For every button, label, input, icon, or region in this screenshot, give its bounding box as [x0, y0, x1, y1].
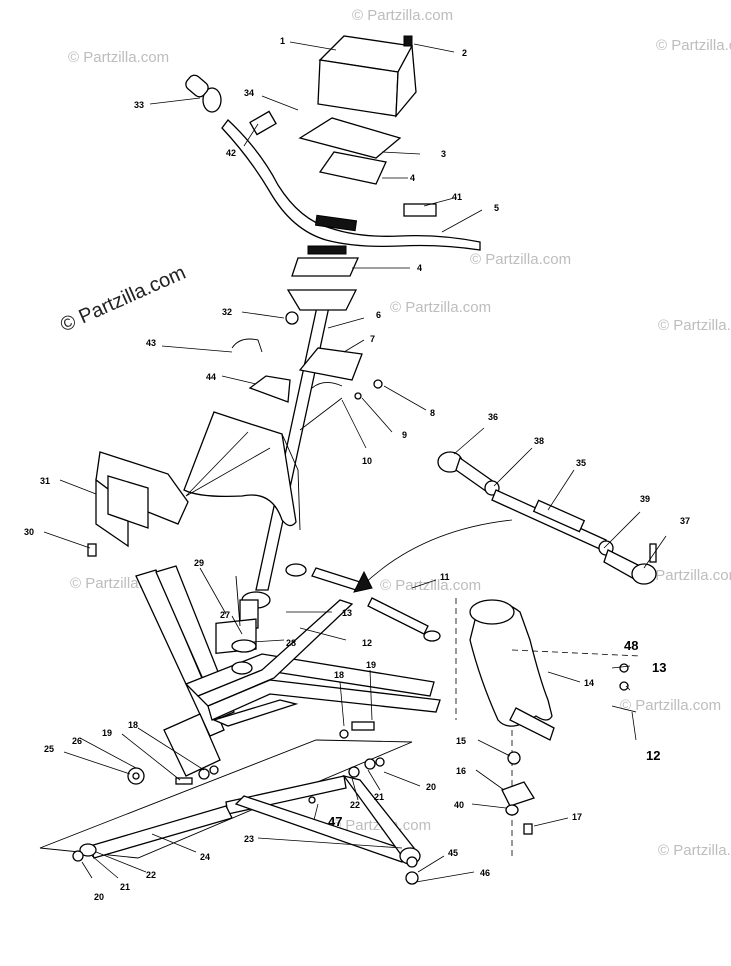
- watermark-main: © Partzilla.com: [57, 262, 189, 337]
- callout-26: 26: [72, 736, 82, 746]
- mount-bracket: [87, 451, 189, 557]
- drag-link: [285, 519, 513, 642]
- callout-16: 16: [456, 766, 466, 776]
- callout-36: 36: [488, 412, 498, 422]
- callouts: 1 2 3 4 4 5 6 7 8 9 10 11 12 12 13 13 14…: [24, 36, 690, 902]
- callout-17: 17: [572, 812, 582, 822]
- dash-panel: [183, 411, 301, 531]
- a-arm: [39, 721, 421, 885]
- leader-lines: [43, 41, 667, 883]
- callout-13: 13: [342, 608, 352, 618]
- callout-7: 7: [370, 334, 375, 344]
- callout-22: 22: [350, 800, 360, 810]
- callout-48: 48: [624, 638, 638, 653]
- tie-rod: [437, 451, 657, 585]
- watermark: © Partzilla.com: [68, 49, 169, 66]
- callout-34: 34: [244, 88, 254, 98]
- watermark: © Partzilla.com: [658, 842, 731, 859]
- callout-35: 35: [576, 458, 586, 468]
- callout-47: 47: [328, 814, 342, 829]
- callout-32: 32: [222, 307, 232, 317]
- callout-20: 20: [94, 892, 104, 902]
- watermark: © Partzilla.com: [390, 299, 491, 316]
- watermark: © Partzilla.com: [470, 251, 571, 268]
- callout-37: 37: [680, 516, 690, 526]
- callout-44: 44: [206, 372, 216, 382]
- callout-8: 8: [430, 408, 435, 418]
- callout-6: 6: [376, 310, 381, 320]
- callout-29: 29: [194, 558, 204, 568]
- callout-31: 31: [40, 476, 50, 486]
- watermark: © Partzilla.com: [640, 567, 731, 584]
- callout-4: 4: [410, 173, 415, 183]
- frame: [135, 565, 441, 777]
- callout-23: 23: [244, 834, 254, 844]
- callout-18: 18: [334, 670, 344, 680]
- callout-19: 19: [102, 728, 112, 738]
- steering-post: [239, 245, 360, 629]
- callout-14: 14: [584, 678, 594, 688]
- callout-38: 38: [534, 436, 544, 446]
- callout-21: 21: [374, 792, 384, 802]
- callout-9: 9: [402, 430, 407, 440]
- watermark-layer: © Partzilla.com © Partzilla.com © Partzi…: [57, 7, 731, 859]
- callout-12: 12: [362, 638, 372, 648]
- watermark: © Partzilla.com: [656, 37, 731, 54]
- callout-24: 24: [200, 852, 210, 862]
- callout-15: 15: [456, 736, 466, 746]
- callout-12: 12: [646, 748, 660, 763]
- watermark: © Partzilla.com: [658, 317, 731, 334]
- callout-4: 4: [417, 263, 422, 273]
- callout-20: 20: [426, 782, 436, 792]
- callout-25: 25: [44, 744, 54, 754]
- callout-30: 30: [24, 527, 34, 537]
- callout-10: 10: [362, 456, 372, 466]
- watermark: © Partzilla.com: [620, 697, 721, 714]
- watermark: © Partzilla.com: [380, 577, 481, 594]
- callout-43: 43: [146, 338, 156, 348]
- callout-13: 13: [652, 660, 666, 675]
- callout-2: 2: [462, 48, 467, 58]
- callout-1: 1: [280, 36, 285, 46]
- handlebar-clamps: [231, 117, 437, 403]
- handlebar: [185, 74, 481, 251]
- callout-22: 22: [146, 870, 156, 880]
- callout-46: 46: [480, 868, 490, 878]
- watermark: © Partzilla.com: [352, 7, 453, 24]
- callout-39: 39: [640, 494, 650, 504]
- callout-19: 19: [366, 660, 376, 670]
- callout-45: 45: [448, 848, 458, 858]
- callout-42: 42: [226, 148, 236, 158]
- callout-28: 28: [286, 638, 296, 648]
- callout-21: 21: [120, 882, 130, 892]
- callout-40: 40: [454, 800, 464, 810]
- callout-33: 33: [134, 100, 144, 110]
- callout-3: 3: [441, 149, 446, 159]
- throttle-housing: [317, 35, 417, 118]
- callout-41: 41: [452, 192, 462, 202]
- spindle: [455, 598, 641, 860]
- callout-27: 27: [220, 610, 230, 620]
- callout-11: 11: [440, 572, 450, 582]
- callout-18: 18: [128, 720, 138, 730]
- callout-5: 5: [494, 203, 499, 213]
